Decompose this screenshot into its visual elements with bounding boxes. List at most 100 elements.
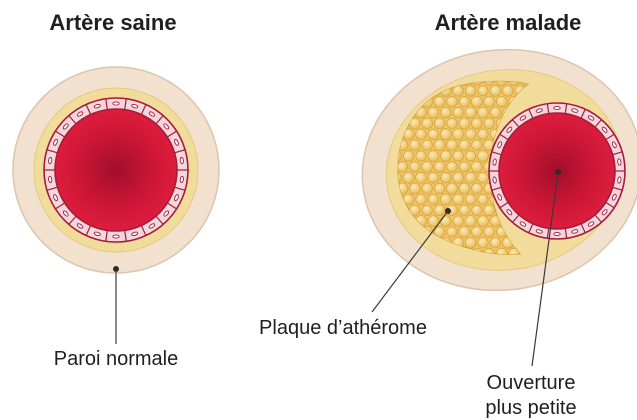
lipid-globule xyxy=(459,118,470,129)
lipid-globule xyxy=(434,161,445,172)
lipid-globule xyxy=(434,96,445,107)
lipid-globule xyxy=(459,183,470,194)
lipid-globule xyxy=(484,227,495,238)
lipid-globule xyxy=(472,205,482,215)
lipid-globule xyxy=(416,151,426,161)
lipid-globule xyxy=(484,205,495,216)
lipid-globule xyxy=(478,129,488,139)
lipid-globule xyxy=(453,151,464,162)
cell-nucleus xyxy=(493,159,497,166)
cell-nucleus xyxy=(554,232,560,235)
lipid-globule xyxy=(434,140,445,151)
lipid-globule xyxy=(384,74,395,85)
lipid-globule xyxy=(490,85,501,96)
lipid-globule xyxy=(478,216,489,227)
lipid-globule xyxy=(465,237,476,248)
lipid-globule xyxy=(484,96,495,107)
cell-nucleus xyxy=(113,102,119,105)
lipid-globule xyxy=(465,215,476,226)
lipid-globule xyxy=(397,75,408,86)
lipid-globule xyxy=(447,227,457,237)
lipid-globule xyxy=(422,183,433,194)
lipid-globule xyxy=(478,237,489,248)
lipid-globule xyxy=(434,118,444,128)
cell-nucleus xyxy=(493,177,497,184)
lipid-globule xyxy=(472,140,482,150)
lipid-globule xyxy=(471,226,482,237)
lipid-globule xyxy=(410,162,420,172)
lipid-globule xyxy=(434,205,445,216)
lipid-globule xyxy=(490,107,501,118)
diseased-artery-title: Artère malade xyxy=(435,10,582,35)
cell-nucleus xyxy=(48,176,52,183)
lipid-globule xyxy=(410,140,421,151)
cell-nucleus xyxy=(113,235,119,238)
healthy-lumen xyxy=(55,109,177,231)
lipid-globule xyxy=(428,150,439,161)
lipid-globule xyxy=(459,226,470,237)
lipid-globule xyxy=(496,96,507,107)
lipid-globule xyxy=(484,118,495,129)
lipid-globule xyxy=(422,118,433,129)
lipid-globule xyxy=(459,162,469,172)
cell-nucleus xyxy=(180,176,184,183)
lipid-globule xyxy=(465,129,476,140)
cell-nucleus xyxy=(554,106,560,109)
lipid-globule xyxy=(471,118,482,129)
lipid-globule xyxy=(478,194,488,204)
lipid-globule xyxy=(502,85,513,96)
lipid-globule xyxy=(416,194,427,205)
lipid-globule xyxy=(416,172,427,183)
lipid-globule xyxy=(459,97,469,107)
lipid-globule xyxy=(440,194,451,205)
lipid-globule xyxy=(471,183,482,194)
healthy-artery-title: Artère saine xyxy=(49,10,176,35)
cell-nucleus xyxy=(617,177,621,184)
lipid-globule xyxy=(453,194,464,205)
lipid-globule xyxy=(416,129,427,140)
opening-label-line2: plus petite xyxy=(485,397,576,419)
lipid-globule xyxy=(441,107,452,118)
lipid-globule xyxy=(453,216,463,226)
lipid-globule xyxy=(428,129,438,139)
lipid-globule xyxy=(471,161,482,172)
lipid-globule xyxy=(471,96,482,107)
lipid-globule xyxy=(428,194,438,204)
lipid-globule xyxy=(403,151,414,162)
lipid-globule xyxy=(440,151,451,162)
lipid-globule xyxy=(459,140,470,151)
lipid-globule xyxy=(434,183,444,193)
lipid-globule xyxy=(453,107,463,117)
lipid-globule xyxy=(477,150,488,161)
lipid-globule xyxy=(422,161,433,172)
lipid-globule xyxy=(409,183,420,194)
lipid-globule xyxy=(447,118,457,128)
lipid-globule xyxy=(422,205,432,215)
lipid-globule xyxy=(465,107,476,118)
lipid-globule xyxy=(428,107,439,118)
opening-label-line1: Ouverture xyxy=(487,372,576,394)
lipid-globule xyxy=(422,140,432,150)
lipid-globule xyxy=(447,162,457,172)
lipid-globule xyxy=(465,194,476,205)
lipid-globule xyxy=(478,86,488,96)
lipid-globule xyxy=(403,172,414,183)
plaque-label: Plaque d’athérome xyxy=(259,317,427,339)
lipid-globule xyxy=(440,216,451,227)
lipid-globule xyxy=(441,172,451,182)
lipid-globule xyxy=(428,172,439,183)
lipid-globule xyxy=(459,205,469,215)
lipid-globule xyxy=(465,86,475,96)
lipid-globule xyxy=(446,183,457,194)
diseased-artery xyxy=(347,32,637,309)
lipid-globule xyxy=(465,172,476,183)
cell-nucleus xyxy=(180,157,184,164)
lipid-globule xyxy=(453,172,464,183)
lipid-globule xyxy=(478,172,489,183)
lipid-globule xyxy=(465,151,475,161)
normal-wall-label: Paroi normale xyxy=(54,348,179,370)
lipid-globule xyxy=(447,96,458,107)
lipid-globule xyxy=(490,238,500,248)
healthy-artery xyxy=(13,67,219,273)
